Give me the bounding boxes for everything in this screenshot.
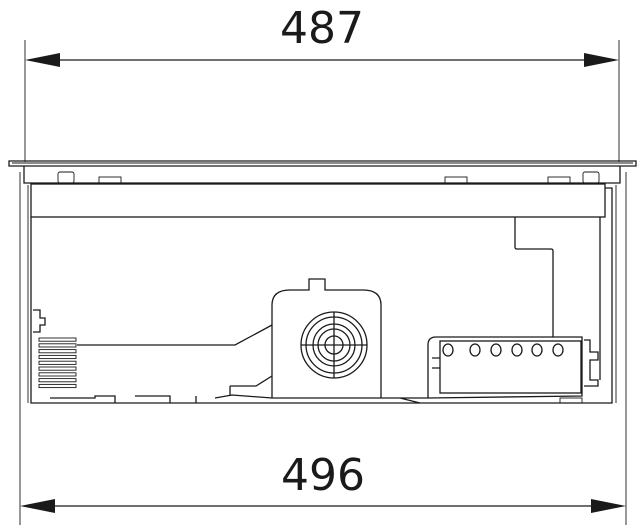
connector-hole (552, 343, 564, 357)
clip (582, 171, 600, 184)
vent-slat (38, 383, 77, 389)
arrow-left-icon (20, 499, 55, 513)
connector-holes (442, 343, 564, 357)
vent-slats (38, 337, 77, 389)
fan-housing (271, 278, 382, 398)
vent-slat (38, 378, 77, 383)
dimension-label-top: 487 (280, 3, 364, 54)
device-body (8, 160, 637, 404)
connector-hole (469, 343, 481, 357)
connector-block (427, 336, 583, 399)
arrow-right-icon (584, 53, 619, 67)
connector-hole (490, 343, 502, 357)
vent-slat (38, 354, 77, 360)
connector-hole (531, 343, 543, 357)
dimension-label-bottom: 496 (281, 450, 365, 501)
fan-grille-icon (300, 311, 368, 379)
vent-slat (38, 349, 77, 354)
arrow-left-icon (25, 53, 60, 67)
vent-slat (38, 366, 77, 371)
connector-hole (511, 343, 523, 357)
vent-slat (38, 337, 77, 342)
vent-slat (38, 360, 77, 365)
front-panel (30, 183, 606, 218)
bottom-dimension: 496 (19, 172, 627, 525)
vent-slat (38, 343, 77, 348)
vent-slat (38, 372, 77, 377)
clip (57, 171, 75, 184)
connector-hole (442, 343, 454, 357)
top-flange (8, 160, 637, 167)
arrow-right-icon (591, 499, 626, 513)
top-dimension: 487 (24, 3, 620, 162)
